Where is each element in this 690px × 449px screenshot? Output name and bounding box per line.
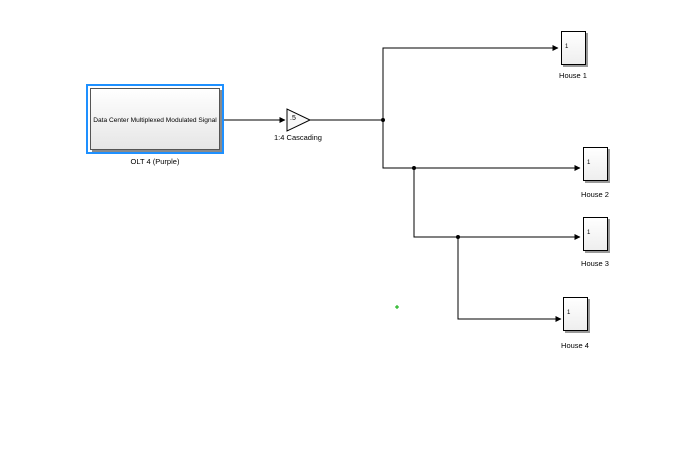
subsystem-text: Data Center Multiplexed Modulated Signal [93, 117, 217, 124]
signal-branch-lower[interactable] [382, 120, 581, 171]
branch-point [412, 166, 416, 170]
gain-block-label[interactable]: 1:4 Cascading [274, 133, 322, 142]
house-1-block[interactable]: 1 [561, 31, 586, 65]
olt-block-label[interactable]: OLT 4 (Purple) [130, 157, 180, 166]
cursor-marker [395, 305, 399, 309]
gain-value: .5 [290, 115, 296, 122]
branch-point [456, 235, 460, 239]
signal-to-house-1[interactable] [382, 45, 559, 120]
signal-branch-mid[interactable] [413, 168, 581, 240]
house-3-label[interactable]: House 3 [581, 259, 609, 268]
house-3-block[interactable]: 1 [583, 217, 608, 251]
signal-to-house-4[interactable] [457, 237, 562, 322]
house-1-port-number: 1 [565, 44, 569, 50]
house-2-port-number: 1 [587, 160, 591, 166]
house-4-block[interactable]: 1 [563, 297, 588, 331]
house-4-port-number: 1 [567, 310, 571, 316]
house-4-label[interactable]: House 4 [561, 341, 589, 350]
olt-subsystem-body: Data Center Multiplexed Modulated Signal [90, 88, 220, 150]
house-2-block[interactable]: 1 [583, 147, 608, 181]
branch-point [381, 118, 385, 122]
house-1-label[interactable]: House 1 [559, 71, 587, 80]
house-2-label[interactable]: House 2 [581, 190, 609, 199]
house-3-port-number: 1 [587, 230, 591, 236]
olt-subsystem-block[interactable]: Data Center Multiplexed Modulated Signal [86, 84, 224, 154]
gain-block[interactable] [286, 108, 312, 132]
